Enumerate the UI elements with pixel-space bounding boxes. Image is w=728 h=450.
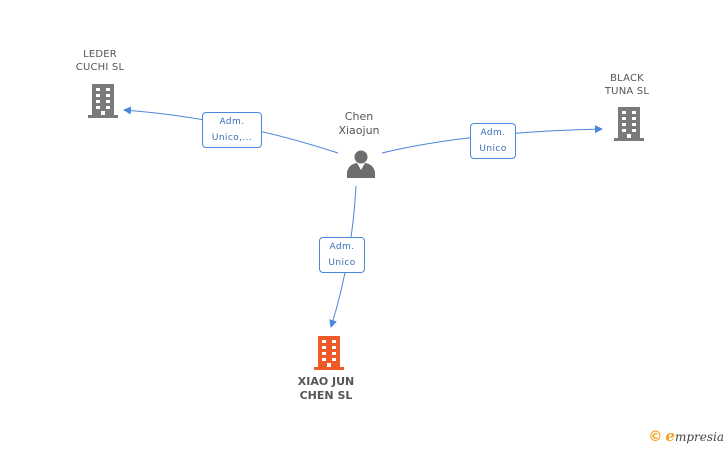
edge-label-leder-cuchi[interactable]: Adm. Unico,... bbox=[202, 112, 262, 148]
node-label-line: CHEN SL bbox=[299, 389, 353, 402]
node-label-line: Chen bbox=[344, 110, 374, 123]
person-icon[interactable] bbox=[347, 150, 375, 179]
edge-label-line: Unico bbox=[479, 144, 507, 154]
edge-label-line: Adm. bbox=[219, 117, 245, 127]
node-label-black-tuna[interactable]: BLACK TUNA SL bbox=[587, 72, 667, 98]
building-icon-highlighted[interactable] bbox=[314, 336, 344, 370]
node-label-line: TUNA SL bbox=[604, 86, 650, 97]
node-label-line: BLACK bbox=[610, 73, 644, 84]
building-icon[interactable] bbox=[614, 107, 644, 141]
copyright-icon: © bbox=[648, 429, 663, 445]
edge-label-line: Adm. bbox=[480, 128, 506, 138]
edge-label-line: Unico,... bbox=[211, 133, 253, 143]
brand-name: mpresia bbox=[674, 430, 724, 444]
node-label-line: Xiaojun bbox=[338, 124, 380, 137]
empresia-logo: ©empresia bbox=[648, 427, 724, 445]
node-label-line: CUCHI SL bbox=[75, 62, 125, 73]
brand-initial: e bbox=[665, 427, 675, 445]
edge-label-line: Unico bbox=[328, 258, 356, 268]
node-label-line: LEDER bbox=[83, 49, 117, 60]
node-label-xiao-jun-chen[interactable]: XIAO JUN CHEN SL bbox=[276, 375, 376, 403]
node-label-leder-cuchi[interactable]: LEDER CUCHI SL bbox=[60, 48, 140, 74]
node-label-line: XIAO JUN bbox=[297, 375, 355, 388]
edge-label-xiao-jun-chen[interactable]: Adm. Unico bbox=[319, 237, 365, 273]
edge-label-black-tuna[interactable]: Adm. Unico bbox=[470, 123, 516, 159]
building-icon[interactable] bbox=[88, 84, 118, 118]
node-label-person[interactable]: Chen Xiaojun bbox=[319, 110, 399, 138]
edge-label-line: Adm. bbox=[329, 242, 355, 252]
